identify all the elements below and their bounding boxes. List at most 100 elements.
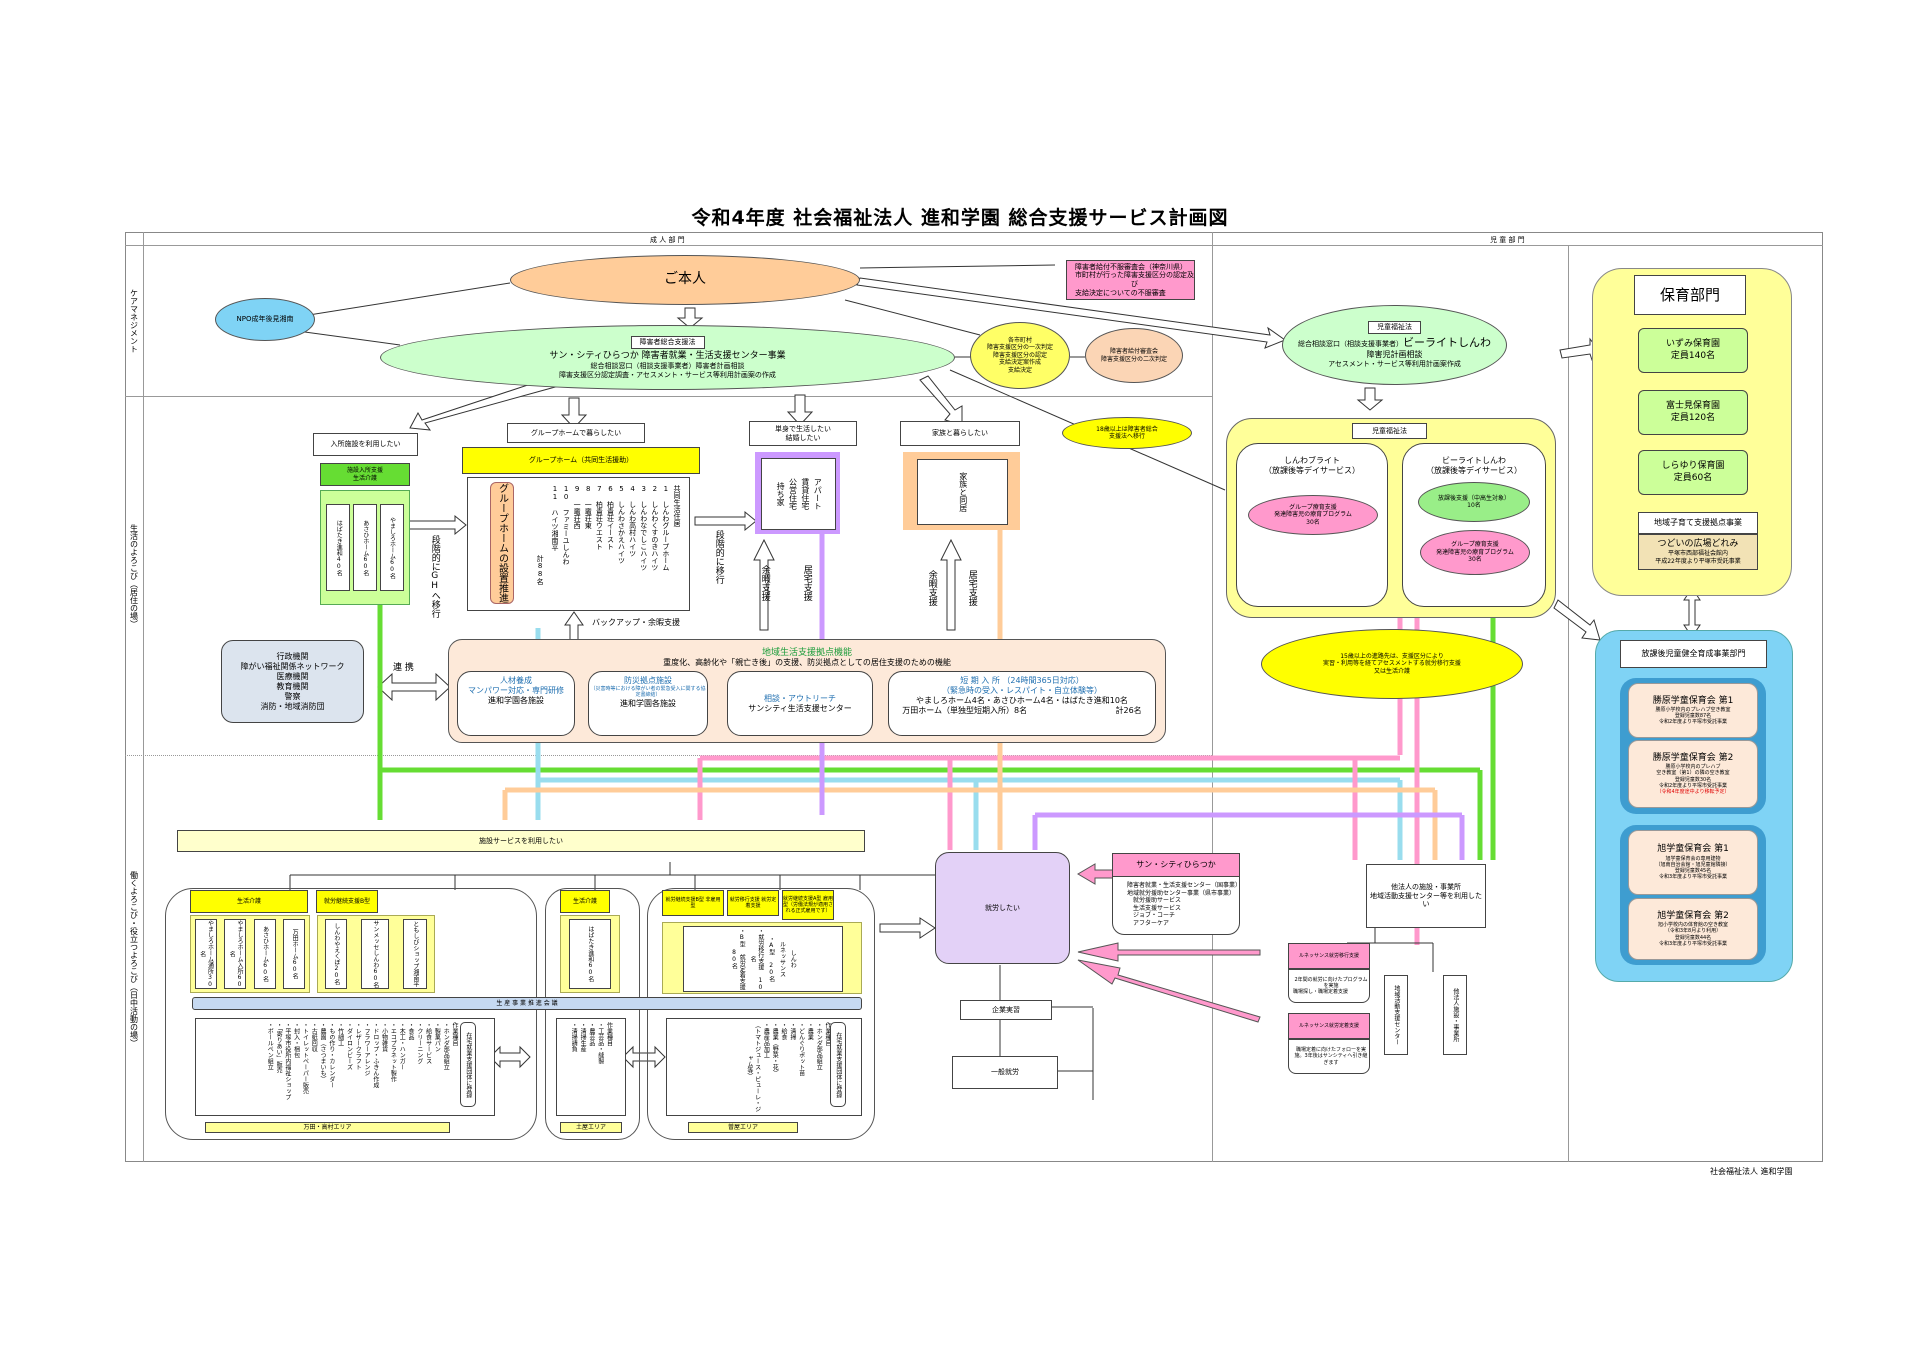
page-title: 令和4年度 社会福祉法人 進和学園 総合支援サービス計画図 bbox=[691, 207, 1229, 229]
facility-item: あさひホーム60名 bbox=[352, 504, 377, 591]
apartment-frame: アパート賃貸住宅公営住宅持ち家 bbox=[755, 452, 840, 534]
leisure-label-1: 余暇支援 bbox=[759, 565, 770, 601]
link-arrow-2 bbox=[622, 1045, 666, 1069]
hub-title: 地域生活支援拠点機能 bbox=[761, 648, 852, 658]
row-divider-2 bbox=[125, 755, 1212, 756]
b-type-list-1: しんわやえくぼ20名 サンメッセしんわ60名 ともしびショップ湘南平 bbox=[317, 915, 435, 993]
arrow-npo-center bbox=[289, 329, 401, 346]
group-label-b-type-2: 就労継続支援B型 非雇用型 bbox=[662, 890, 724, 916]
home-support-label-2: 居宅支援 bbox=[966, 570, 977, 606]
arrow-facility-job bbox=[879, 917, 936, 939]
arrow-person-review bbox=[859, 264, 1056, 269]
family-box: 家族と同居 bbox=[917, 459, 1008, 525]
suncity-title: サン・シティひらつか bbox=[1112, 853, 1240, 877]
area-container-3 bbox=[647, 888, 875, 1140]
work-item: ともしびショップ湘南平 bbox=[403, 919, 427, 989]
work-item: あさひホーム60名 bbox=[253, 919, 276, 989]
community-box: つどいの広場どれみ平塚市西部福祉会館内平成22年度より平塚市受託事業 bbox=[1638, 534, 1758, 570]
arrow-child-afterschool bbox=[1553, 599, 1601, 641]
nursery-fujimi: 富士見保育園定員120名 bbox=[1638, 390, 1748, 435]
nursery-izumi: いずみ保育園定員140名 bbox=[1638, 328, 1748, 373]
move-to-gh-label: 段階的にGHへ移行 bbox=[429, 535, 440, 618]
arrow-renaissance-settle bbox=[1077, 959, 1261, 1023]
hub-subtitle: 重度化、高齢化や「親亡き後」の支援、防災拠点としての居住支援のための機能 bbox=[663, 658, 951, 667]
work-item: しんわやえくぼ20名 bbox=[325, 919, 347, 989]
arrow-center-single bbox=[786, 394, 814, 426]
tasks-box-3: 作業種目・ホンダ部品組立・農業・どんぐりポット苗・清掃・給食・農業（野菜・花）・… bbox=[666, 1018, 862, 1116]
gh-list-item: 1 しんわグループホーム bbox=[661, 485, 670, 571]
nursery-shirayuri: しらゆり保育園定員60名 bbox=[1638, 450, 1748, 495]
gh-list-item: 2 しんわくすのきハイツ bbox=[650, 485, 659, 571]
nursery-title: 保育部門 bbox=[1634, 275, 1746, 315]
municipal-node: 各市町村障害支援区分の一次判定障害支援区分の認定支給決定案作成支給決定 bbox=[970, 322, 1070, 389]
area-label-soya: 曽屋エリア bbox=[688, 1122, 798, 1133]
side-label-living: 生活のよろこび（居住の場） bbox=[129, 523, 139, 628]
facility-item: やましろホーム60名 bbox=[379, 504, 404, 591]
review-council-node: 障害者給付審査会障害支援区分の二次判定 bbox=[1085, 328, 1183, 383]
want-single-box: 単身で生活したい結婚したい bbox=[749, 421, 857, 446]
gh-list-item: 8 一竈荘東 bbox=[584, 485, 593, 529]
tasks-box-2: 作業種目・工芸品・縫製・農芸品・清掃生産・清掃請負 bbox=[556, 1018, 626, 1116]
arrow-person-child bbox=[856, 277, 1287, 349]
child-division-header: 児 童 部 門 bbox=[1490, 236, 1525, 244]
gh-list-item: 7 柏貴荘ウエスト bbox=[595, 485, 604, 550]
nursery-divider bbox=[1568, 246, 1569, 1162]
work-item: 万田ホーム60名 bbox=[283, 919, 306, 989]
work-item: サンメッセしんわ60名 bbox=[361, 919, 389, 989]
child-law-label: 児童福祉法 bbox=[1368, 321, 1421, 335]
seikatsu-list-1: やましろホーム通所30名 やましろホーム入所60名 あさひホーム60名 万田ホー… bbox=[190, 915, 310, 993]
arrow-center-facility bbox=[409, 374, 568, 431]
gh-list-item: 5 しんわさかえハイツ bbox=[617, 485, 626, 564]
agencies-box: 行政機関障がい福祉関係ネットワーク医療機関教育機関警察消防・地域消防団 bbox=[221, 640, 364, 723]
gh-list-item: 10 ファミーユしんわ bbox=[562, 485, 571, 565]
arrow-gh-single bbox=[694, 510, 757, 532]
family-frame: 家族と同居 bbox=[903, 452, 1020, 530]
consign-label-1: 在宅就業支援団体に登録 bbox=[460, 1022, 476, 1107]
gh-list-item: 6 柏貴荘イースト bbox=[606, 485, 615, 550]
gh-list-item: 3 しんわなでしこハイツ bbox=[639, 485, 648, 571]
group-label-transition: 就労移行支援 就労定着支援 bbox=[727, 890, 779, 916]
footer-org: 社会福祉法人 進和学園 bbox=[1710, 1167, 1793, 1176]
gh-promotion: グループホームの設置推進 bbox=[490, 482, 514, 604]
tasks-box-1: 作業種目・ホンダ部品組立・製菓パン・給食サービス・クリーニング・食品・木工・ハン… bbox=[195, 1018, 495, 1116]
transition-note: 15歳以上の進路先は、支援区分により実習・利用等を経てアセスメントする就労移行支… bbox=[1261, 629, 1523, 699]
side-label-work: 働くよろこび・役立つよろこび（日中活動の場） bbox=[129, 870, 139, 1047]
arrow-leisure-single bbox=[753, 538, 775, 631]
production-council-bar: 生 産 事 業 推 進 会 議 bbox=[192, 997, 862, 1010]
facility-item: はばたき進和40名 bbox=[326, 504, 351, 591]
want-family-box: 家族と暮らしたい bbox=[900, 421, 1020, 446]
seikatsu-list-2: はばたき進和60名 bbox=[560, 915, 620, 993]
hub-item-shortstay: 短 期 入 所 （24時間365日対応）（緊急時の受入・レスパイト・自立体験等）… bbox=[888, 671, 1156, 736]
center-node: 障害者総合支援法 サン・シティひらつか 障害者就業・生活支援センター事業 総合相… bbox=[380, 325, 955, 390]
renaissance-settle-title: ルネッサンス就労定着支援 bbox=[1288, 1013, 1370, 1039]
center-law-label: 障害者総合支援法 bbox=[630, 335, 705, 349]
general-job-box: 一般就労 bbox=[952, 1056, 1058, 1089]
local-activity-center: 地域活動支援センター bbox=[1384, 975, 1408, 1055]
leisure-label-2: 余暇支援 bbox=[926, 570, 937, 606]
gh-header: グループホーム（共同生活援助） bbox=[462, 447, 700, 474]
arrow-suncity-job bbox=[1077, 863, 1116, 885]
npo-node: NPO成年後見湘南 bbox=[215, 298, 315, 341]
consign-label-2: 在宅就業支援団体に登録 bbox=[830, 1022, 846, 1107]
community-title: 地域子育て支援拠点事業 bbox=[1638, 512, 1758, 534]
apartment-box: アパート賃貸住宅公営住宅持ち家 bbox=[761, 458, 836, 530]
bright-shinwa-box: ビーライトしんわ（放課後等デイサービス） bbox=[1402, 443, 1546, 607]
area-container-1 bbox=[165, 888, 537, 1140]
arrow-childcenter-law bbox=[1356, 387, 1384, 411]
want-facility-box: 入所施設を利用したい bbox=[313, 433, 418, 456]
facility-list: はばたき進和40名 あさひホーム60名 やましろホーム60名 bbox=[320, 490, 410, 605]
group-label-a-type: 就労継続支援A型 雇用型（労働法規が適用される正式雇用です） bbox=[782, 890, 834, 920]
group-label-seikatsu-1: 生活介護 bbox=[190, 890, 308, 913]
gh-list-item: 9 一竈荘西 bbox=[573, 485, 582, 529]
other-corp-want-box: 他法人の施設・事業所地域活動支援センター等を利用したい bbox=[1366, 864, 1486, 928]
child-welfare-label: 児童福祉法 bbox=[1352, 423, 1427, 439]
work-item: やましろホーム通所30名 bbox=[194, 919, 217, 989]
area-label-manda: 万田・高村エリア bbox=[205, 1122, 450, 1133]
diagram-frame bbox=[125, 232, 1823, 1162]
arrow-municipal-person bbox=[844, 299, 981, 336]
work-item: やましろホーム入所60名 bbox=[224, 919, 247, 989]
